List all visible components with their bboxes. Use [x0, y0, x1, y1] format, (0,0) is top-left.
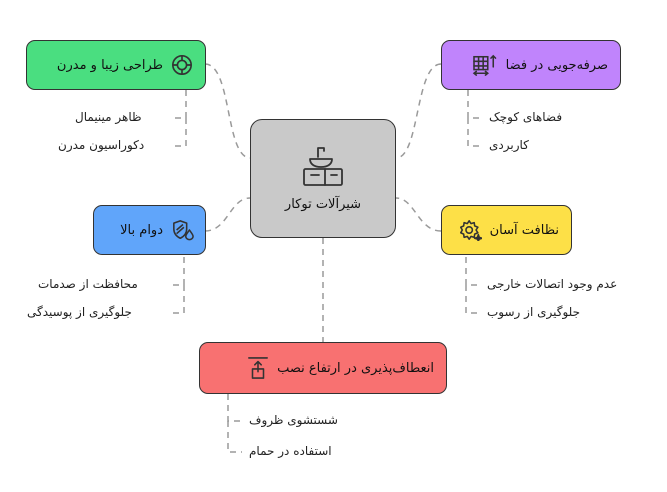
- leaf-cleaning-2: جلوگیری از رسوب: [487, 305, 581, 319]
- branch-cleaning-label: نظافت آسان: [489, 222, 559, 238]
- leaf-durability-2: جلوگیری از پوسیدگی: [27, 305, 132, 319]
- branch-flexibility-label: انعطاف‌پذیری در ارتفاع نصب: [277, 360, 434, 376]
- leaf-flexibility-1: شستشوی ظروف: [249, 413, 338, 427]
- sink-icon: [303, 147, 343, 186]
- leaf-cleaning-1: عدم وجود اتصالات خارجی: [487, 277, 618, 291]
- center-label: شیرآلات توکار: [284, 197, 362, 212]
- leaf-durability-1: محافظت از صدمات: [38, 277, 138, 291]
- branch-space: صرفه‌جویی در فضا: [441, 40, 621, 90]
- height-adjust-icon: [248, 357, 269, 379]
- center-node: شیرآلات توکار: [250, 119, 396, 238]
- branch-cleaning: نظافت آسان: [441, 205, 572, 255]
- branch-durability-label: دوام بالا: [120, 222, 163, 238]
- leaf-design-2: دکوراسیون مدرن: [58, 138, 145, 152]
- leaf-design-1: ظاهر مینیمال: [75, 110, 142, 124]
- leaf-space-2: کاربردی: [489, 138, 529, 152]
- shield-drop-icon: [173, 220, 194, 241]
- branch-design: طراحی زیبا و مدرن: [26, 40, 206, 90]
- branch-space-label: صرفه‌جویی در فضا: [505, 57, 608, 73]
- leaf-flexibility-2: استفاده در حمام: [249, 444, 332, 458]
- target-icon: [172, 55, 192, 75]
- branch-durability: دوام بالا: [93, 205, 206, 255]
- branch-design-label: طراحی زیبا و مدرن: [56, 57, 163, 73]
- grid-resize-icon: [472, 54, 496, 76]
- leaf-space-1: فضاهای کوچک: [489, 110, 563, 124]
- branch-flexibility: انعطاف‌پذیری در ارتفاع نصب: [199, 342, 447, 394]
- sparkle-gear-icon: [459, 220, 482, 241]
